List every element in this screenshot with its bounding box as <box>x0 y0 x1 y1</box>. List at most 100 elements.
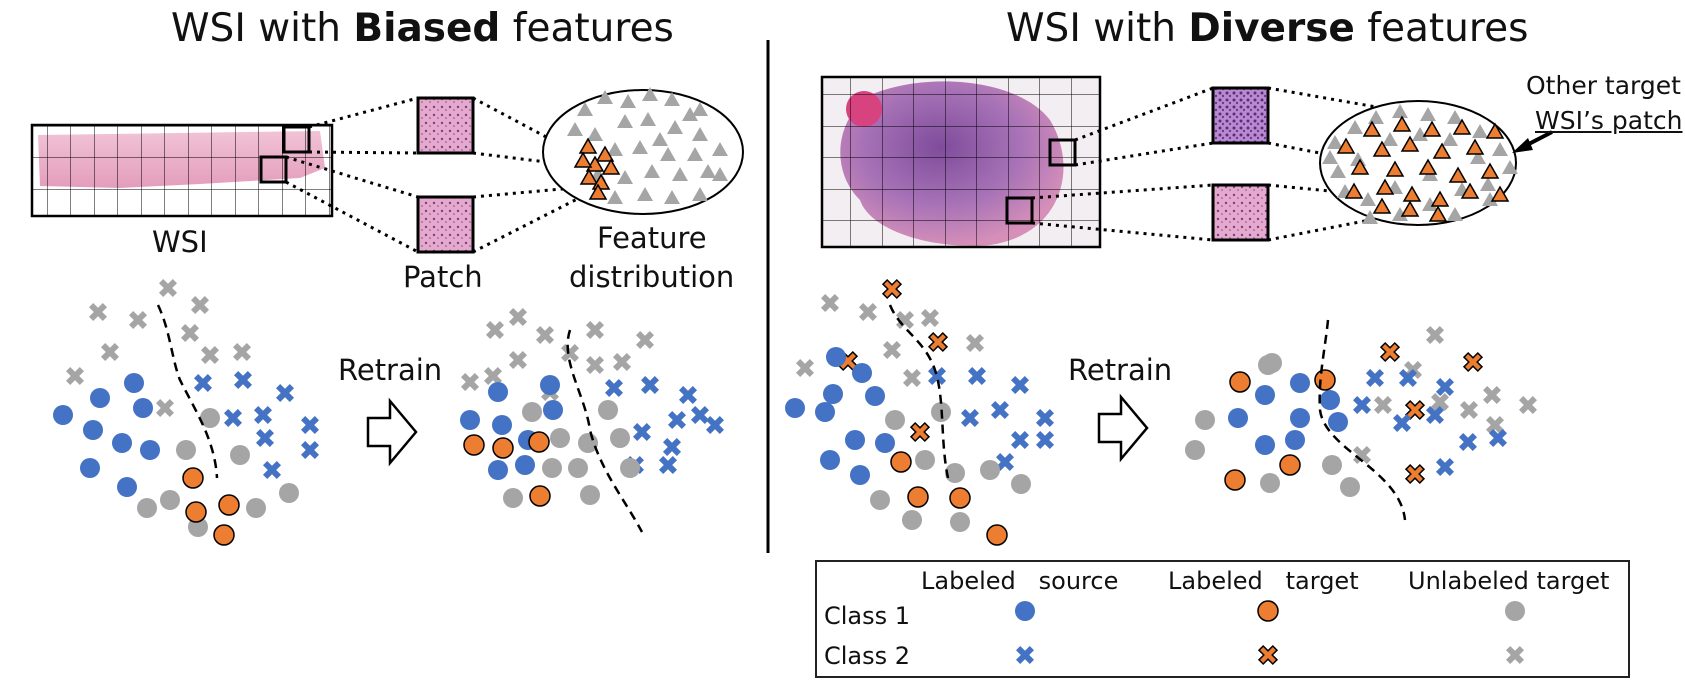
gray-triangle <box>1360 192 1376 206</box>
gray-cross <box>883 341 901 359</box>
gray-circle <box>580 485 600 505</box>
orange-triangle <box>573 151 593 168</box>
gray-cross <box>461 373 479 391</box>
blue-cross <box>668 411 686 429</box>
legend-labeled-target-class2-marker <box>1257 644 1279 666</box>
gray-cross <box>821 294 839 312</box>
blue-circle <box>543 400 563 420</box>
blue-cross <box>1011 376 1029 394</box>
orange-triangle <box>578 137 598 154</box>
blue-circle <box>117 477 137 497</box>
gray-triangle <box>672 167 688 181</box>
gray-cross <box>1353 446 1371 464</box>
gray-triangle <box>1447 110 1463 124</box>
gray-circle <box>200 408 220 428</box>
orange-circle <box>907 486 929 508</box>
orange-triangle <box>595 145 615 162</box>
orange-cross <box>909 421 931 443</box>
orange-triangle <box>1452 118 1472 135</box>
gray-circle <box>870 490 890 510</box>
orange-cross <box>1404 399 1426 421</box>
legend <box>815 560 1630 678</box>
gray-circle <box>950 512 970 532</box>
blue-cross <box>691 406 709 424</box>
gray-circle <box>915 450 935 470</box>
gray-triangle <box>700 164 716 178</box>
right-patch-top <box>1211 86 1270 145</box>
blue-cross <box>1011 431 1029 449</box>
orange-circle <box>529 485 551 507</box>
gray-triangle <box>652 132 668 146</box>
legend-labeled-source-class2-marker <box>1016 646 1034 664</box>
gray-circle <box>578 433 598 453</box>
blue-circle <box>865 386 885 406</box>
gray-cross <box>1431 393 1449 411</box>
blue-circle <box>1255 385 1275 405</box>
gray-circle <box>980 460 1000 480</box>
gray-circle <box>1260 473 1280 493</box>
orange-triangle <box>1392 115 1412 132</box>
gray-circle <box>230 445 250 465</box>
gray-cross <box>509 308 527 326</box>
orange-triangle <box>588 183 608 200</box>
gray-triangle <box>682 107 698 121</box>
orange-triangle <box>1422 120 1442 137</box>
blue-cross <box>928 367 946 385</box>
gray-cross <box>903 369 921 387</box>
gray-circle <box>1262 353 1282 373</box>
left-patch-bottom <box>416 195 475 254</box>
legend-header-labeled-source: Labeled source <box>921 567 1119 595</box>
gray-cross <box>129 311 147 329</box>
legend-markers <box>1015 600 1525 666</box>
blue-circle <box>820 450 840 470</box>
blue-cross <box>706 416 724 434</box>
blue-cross <box>996 453 1014 471</box>
orange-triangle <box>1344 182 1364 199</box>
blue-circle <box>1285 430 1305 450</box>
gray-circle <box>1185 440 1205 460</box>
blue-cross <box>263 461 281 479</box>
blue-circle <box>875 433 895 453</box>
left-zoom-lines <box>285 96 596 254</box>
gray-cross <box>536 326 554 344</box>
gray-triangle <box>644 164 660 178</box>
left-wsi-thumbnail <box>30 123 334 218</box>
orange-triangle <box>1350 158 1370 175</box>
legend-labeled-source-class1-marker <box>1015 601 1035 621</box>
gray-cross <box>1426 326 1444 344</box>
blue-circle <box>850 465 870 485</box>
gray-circle <box>1195 410 1215 430</box>
gray-triangle <box>632 140 648 154</box>
right-zoom-lines <box>1031 86 1406 242</box>
gray-triangle <box>637 187 653 201</box>
left-feature-ellipse <box>542 87 744 215</box>
gray-circle <box>246 498 266 518</box>
orange-circle <box>1224 469 1246 491</box>
gray-circle <box>137 498 157 518</box>
gray-triangle <box>1502 160 1518 174</box>
gray-triangle <box>692 127 708 141</box>
gray-circle <box>542 458 562 478</box>
wsi-label: WSI <box>152 225 208 259</box>
gray-circle <box>1340 477 1360 497</box>
orange-circle <box>1314 369 1336 391</box>
gray-triangle <box>667 120 683 134</box>
orange-circle <box>1279 454 1301 476</box>
blue-cross <box>194 374 212 392</box>
gray-cross <box>159 279 177 297</box>
gray-cross <box>1483 386 1501 404</box>
other-target-line2: WSI’s patch <box>1535 106 1683 135</box>
blue-cross <box>1426 406 1444 424</box>
blue-cross <box>641 376 659 394</box>
scatter-layer <box>53 278 1537 546</box>
gray-cross <box>561 344 579 362</box>
gray-triangle <box>1470 150 1486 164</box>
blue-cross <box>224 409 242 427</box>
orange-circle <box>986 524 1008 546</box>
gray-triangle <box>692 187 708 201</box>
gray-triangle <box>597 90 613 104</box>
orange-triangle <box>579 168 599 185</box>
gray-circle <box>522 402 542 422</box>
orange-cross <box>927 331 949 353</box>
blue-cross <box>234 371 252 389</box>
